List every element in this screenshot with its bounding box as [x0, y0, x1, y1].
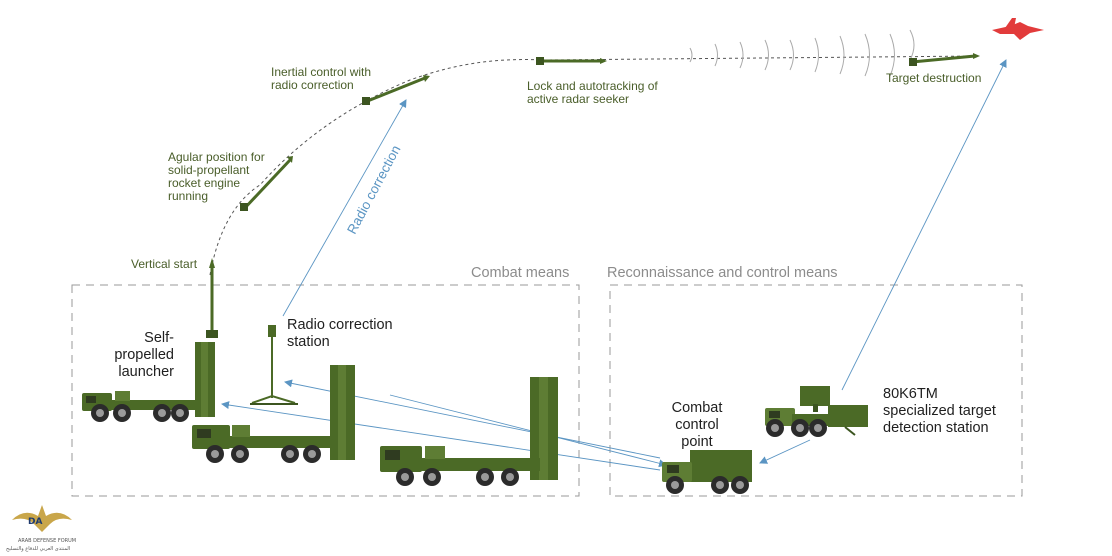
- missile-icon: [240, 156, 293, 212]
- label-vertical-start: Vertical start: [131, 257, 198, 271]
- label-lock-autotracking: Lock and autotracking of active radar se…: [527, 79, 658, 106]
- label-radio-correction-station: Radio correction station: [287, 317, 393, 350]
- label-inertial-control: Inertial control with radio correction: [271, 65, 372, 92]
- missile-icon: [909, 53, 980, 66]
- logo-text-en: ARAB DEFENSE FORUM: [18, 538, 77, 544]
- missile-icon: [206, 258, 218, 338]
- label-angular-position: Agular position for solid-propellant roc…: [168, 150, 265, 203]
- label-detection-station: 80K6TM specialized target detection stat…: [883, 386, 996, 436]
- flight-trajectory: [209, 55, 981, 276]
- combat-means-frame: [71, 284, 580, 497]
- svg-text:DA: DA: [28, 517, 42, 527]
- truck-icon: [662, 450, 752, 494]
- forum-logo: DA: [12, 505, 72, 532]
- radar-waves: [689, 29, 915, 77]
- launcher-icon: [192, 365, 355, 463]
- radar-icon: [765, 386, 868, 437]
- aircraft-icon: [992, 18, 1044, 40]
- label-combat-control-point: Combat control point: [671, 400, 723, 450]
- label-self-propelled-launcher: Self- propelled launcher: [114, 330, 174, 380]
- launcher-icon: [82, 342, 215, 422]
- antenna-mast-icon: [250, 325, 298, 405]
- recon-control-frame: [609, 284, 1023, 497]
- group-title-combat-means: Combat means: [471, 265, 570, 281]
- logo-text-ar: المنتدى العربي للدفاع والتسليح: [6, 546, 71, 552]
- group-title-recon-control: Reconnaissance and control means: [607, 265, 838, 281]
- label-target-destruction: Target destruction: [886, 71, 982, 85]
- missile-icon: [362, 75, 430, 105]
- missile-icon: [536, 57, 607, 65]
- launcher-icon: [380, 377, 558, 486]
